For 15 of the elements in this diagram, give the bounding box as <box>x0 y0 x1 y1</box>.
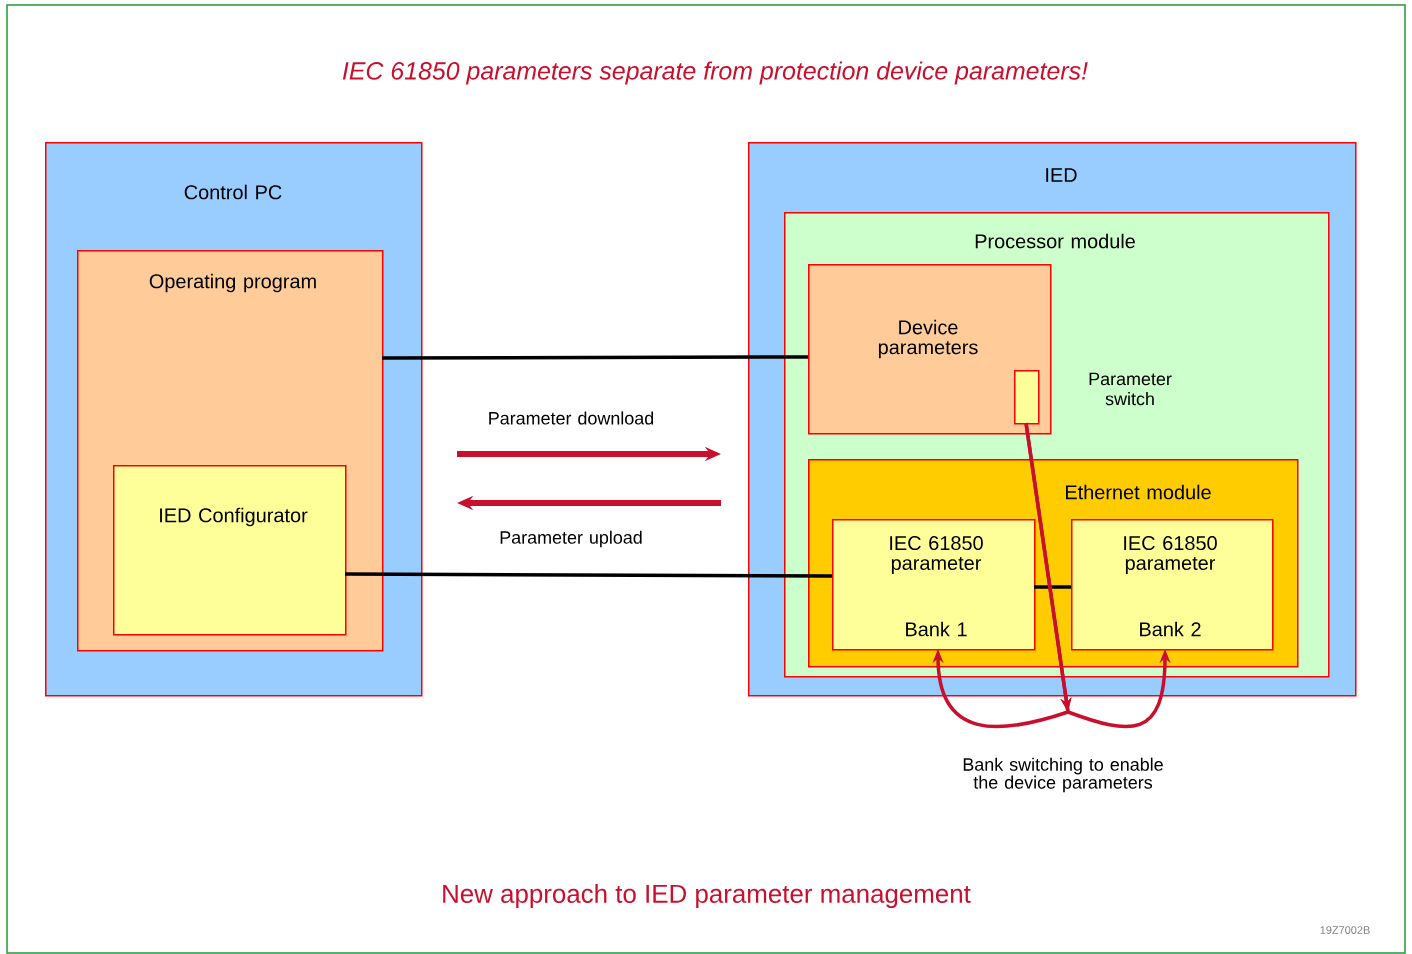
annotation: Parameter download <box>489 411 654 425</box>
module-box: IEC 61850 parameter Bank 1 <box>832 519 1036 651</box>
switch-box <box>1014 370 1040 425</box>
connector-line <box>345 572 833 578</box>
module-box: IEC 61850 parameter Bank 2 <box>1071 519 1274 651</box>
annotation: Bank switching to enable the device parameters <box>963 757 1163 793</box>
connector-line <box>382 355 808 360</box>
module-box: Device parameters <box>808 264 1052 435</box>
connector-line <box>1034 585 1071 589</box>
title: IEC 61850 parameters separate from protection device parameters! <box>342 61 1088 85</box>
annotation: Parameter upload <box>500 530 642 548</box>
module-box: IED Configurator <box>113 465 347 636</box>
caption: New approach to IED parameter management <box>443 883 971 909</box>
code-label: 19Z7002B <box>1320 926 1370 934</box>
node-caption: Parameter switch <box>1089 372 1172 406</box>
